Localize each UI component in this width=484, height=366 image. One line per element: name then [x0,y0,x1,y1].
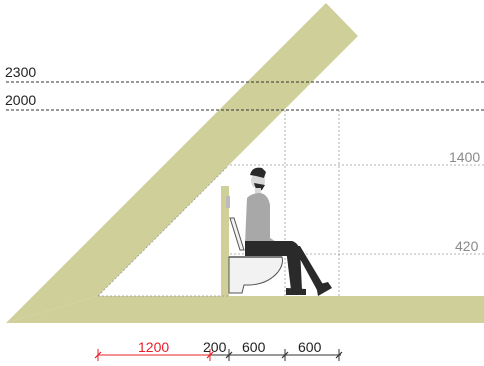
dim-label-1200: 1200 [138,339,169,355]
dim-label-600-a: 600 [242,339,266,355]
height-label-2300: 2300 [5,64,36,80]
dim-label-200: 200 [203,339,227,355]
dim-slash-1 [94,351,102,359]
height-label-2000: 2000 [5,92,36,108]
toilet-lid [229,217,245,251]
dim-slash-4 [281,351,289,359]
dim-label-600-b: 600 [298,339,322,355]
person-shoe-front [316,282,332,296]
person-arm [260,208,278,247]
roof-slope [6,3,358,323]
floor-slab [6,296,484,323]
height-label-1400: 1400 [449,149,480,165]
height-label-420: 420 [455,238,479,254]
dim-slash-2 [206,351,214,359]
seated-person [245,167,332,296]
knee-wall [221,186,229,296]
person-shoe-back [286,288,306,295]
person-thigh [245,241,300,256]
clearance-diagonal [97,165,229,297]
dimension-chain [94,349,343,361]
toilet [226,196,283,294]
toilet-bowl [228,256,283,294]
dim-slash-3 [225,351,233,359]
person-shin-front [293,246,324,290]
dim-slash-5 [335,351,343,359]
person-hair [250,167,266,178]
person-neck [255,188,261,194]
person-shin-back [286,249,302,290]
flush-plate [226,196,230,208]
